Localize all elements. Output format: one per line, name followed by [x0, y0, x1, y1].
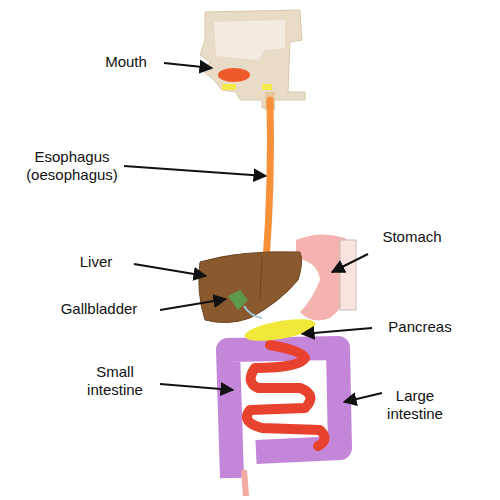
liver-lobe-line	[260, 256, 262, 300]
part-label: Mouth	[90, 53, 162, 71]
liver-shape	[199, 252, 302, 323]
part-label: Small intestine	[72, 363, 158, 399]
head-shape	[200, 10, 305, 108]
rectum	[244, 470, 246, 496]
leader-arrow	[160, 384, 233, 390]
leader-arrow	[332, 254, 368, 272]
part-label: Liver	[60, 253, 132, 271]
part-label: Esophagus (oesophagus)	[20, 148, 124, 184]
tongue	[218, 68, 250, 82]
leader-arrow	[302, 328, 372, 334]
stomach-flap	[340, 240, 356, 310]
bile-duct	[244, 306, 262, 318]
part-label: Pancreas	[375, 318, 465, 336]
nasal-cavity	[214, 20, 285, 60]
salivary-gland	[262, 84, 272, 90]
leader-arrow	[134, 264, 206, 276]
salivary-gland	[222, 84, 236, 90]
leader-arrow	[164, 63, 212, 68]
small-intestine-shape	[247, 345, 325, 446]
leader-arrows	[124, 63, 382, 402]
pancreas-shape	[243, 315, 317, 345]
part-label: Stomach	[372, 228, 452, 246]
part-label: Large intestine	[375, 387, 455, 423]
esophagus-tube	[266, 100, 271, 262]
part-label: Gallbladder	[40, 300, 158, 318]
leader-arrow	[344, 393, 382, 402]
leader-arrow	[160, 299, 226, 310]
leader-arrow	[124, 166, 266, 176]
